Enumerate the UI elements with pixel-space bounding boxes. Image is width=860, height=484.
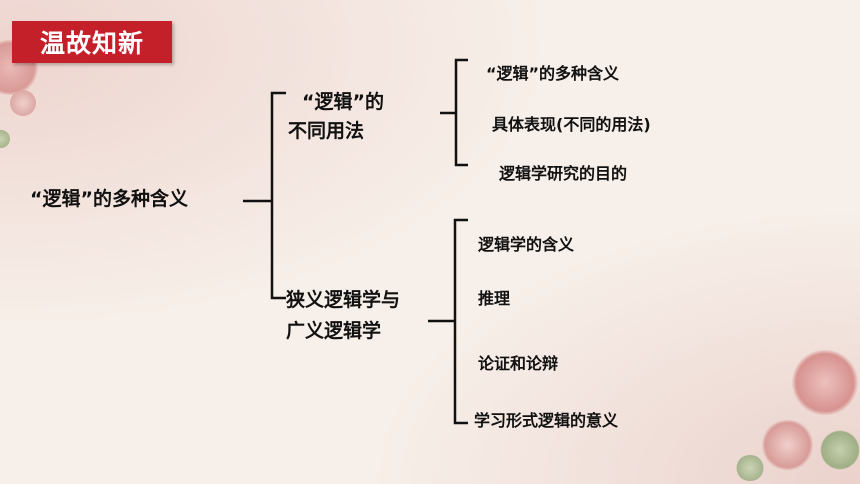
branch-node-logic-scope-line1: 狭义逻辑学与: [286, 289, 401, 311]
leaf-node: 论证和论辩: [478, 354, 559, 373]
leaf-node: 逻辑学的含义: [478, 235, 575, 254]
branch1-bracket: [454, 58, 468, 167]
root-node: “逻辑”的多种含义: [30, 188, 188, 210]
leaf-node: 推理: [478, 289, 511, 308]
leaf-node: “逻辑”的多种含义: [486, 64, 620, 83]
branch-node-usage: “逻辑”的 不同用法: [288, 88, 384, 146]
branch-node-usage-line2: 不同用法: [288, 120, 365, 142]
branch-node-logic-scope: 狭义逻辑学与 广义逻辑学: [286, 285, 400, 347]
section-title: 温故知新: [12, 21, 172, 63]
leaf-node: 逻辑学研究的目的: [499, 164, 628, 183]
leaf-node: 具体表现(不同的用法): [492, 115, 651, 134]
main-bracket: [270, 91, 286, 300]
branch-node-usage-line1: “逻辑”的: [302, 91, 384, 113]
branch-node-logic-scope-line2: 广义逻辑学: [286, 320, 382, 342]
leaf-node: 学习形式逻辑的意义: [474, 411, 619, 430]
branch2-bracket: [453, 218, 468, 425]
